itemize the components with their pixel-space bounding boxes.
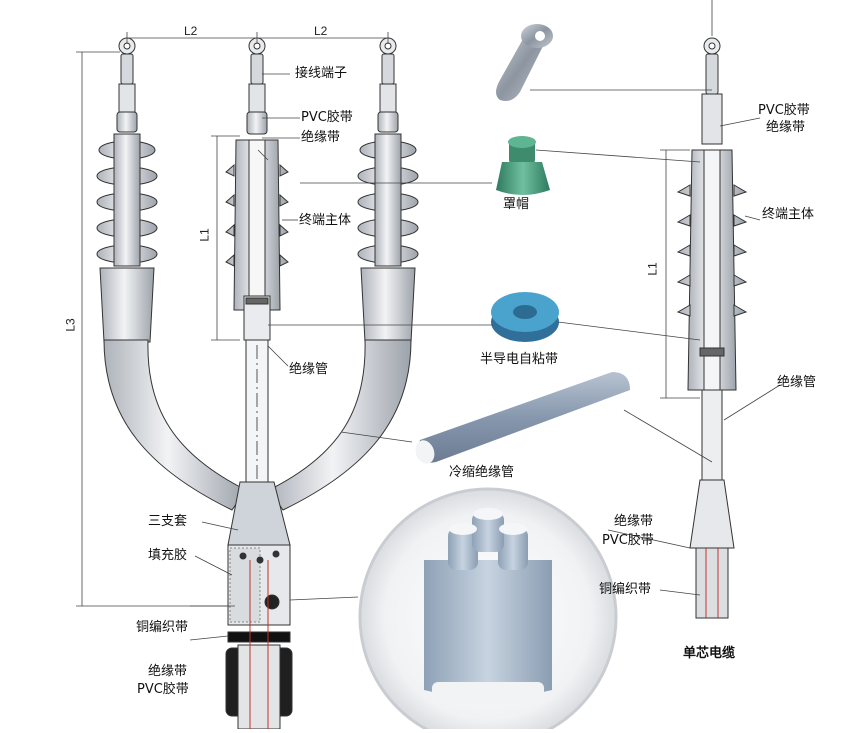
core-left-tube [103, 339, 247, 511]
cold-shrink-tube-photo [415, 372, 630, 464]
dimension-l1-three-core: L1 [197, 228, 212, 242]
copper-braid-band [227, 631, 291, 643]
dimension-l1-single-core: L1 [645, 262, 660, 276]
dimension-l2-left: L2 [184, 24, 198, 38]
label-insulating-tape-bottom: 绝缘带 [148, 664, 188, 679]
dimension-l3: L3 [63, 318, 78, 332]
label-single-insulating-tube: 绝缘管 [777, 375, 817, 390]
leader-lines [189, 73, 781, 641]
three-core-termination [96, 37, 419, 730]
lug-center [248, 37, 266, 113]
label-single-terminal-body: 终端主体 [762, 207, 815, 222]
label-breakout-boot: 三支套 [148, 514, 188, 529]
insulator-center [225, 111, 289, 341]
lug-right [379, 37, 397, 113]
label-copper-braid: 铜编织带 [136, 620, 189, 635]
lug-photo [496, 24, 553, 101]
label-single-pvc-tape-bottom: PVC胶带 [602, 533, 654, 548]
caption-single-core-cable: 单芯电缆 [683, 646, 736, 661]
label-single-pvc-tape-top: PVC胶带 [758, 103, 810, 118]
label-pvc-tape-top: PVC胶带 [301, 110, 353, 125]
insulator-left [96, 111, 158, 343]
dimension-lines [76, 0, 713, 607]
insulator-right [357, 111, 419, 343]
label-terminal-lug: 接线端子 [295, 66, 348, 81]
label-semi-conductive-tape: 半导电自粘带 [480, 352, 559, 367]
lug-left [118, 37, 136, 113]
breakout-boot-photo [358, 487, 618, 733]
label-rain-cap: 罩帽 [503, 197, 530, 212]
label-single-copper-braid: 铜编织带 [599, 582, 652, 597]
label-cold-shrink-tube: 冷缩绝缘管 [449, 465, 515, 480]
label-insulating-tape-top: 绝缘带 [301, 130, 341, 145]
label-single-insulating-tape-top: 绝缘带 [766, 120, 806, 135]
semi-conductive-tape-photo [491, 292, 559, 342]
label-insulating-tube: 绝缘管 [289, 362, 329, 377]
label-terminal-body: 终端主体 [299, 213, 352, 228]
dimension-l2-right: L2 [314, 24, 328, 38]
label-single-insulating-tape-bottom: 绝缘带 [614, 514, 654, 529]
label-filler-compound: 填充胶 [148, 548, 188, 563]
rain-cap-photo [496, 136, 550, 195]
single-core-termination [676, 37, 748, 619]
label-pvc-tape-bottom: PVC胶带 [137, 682, 189, 697]
